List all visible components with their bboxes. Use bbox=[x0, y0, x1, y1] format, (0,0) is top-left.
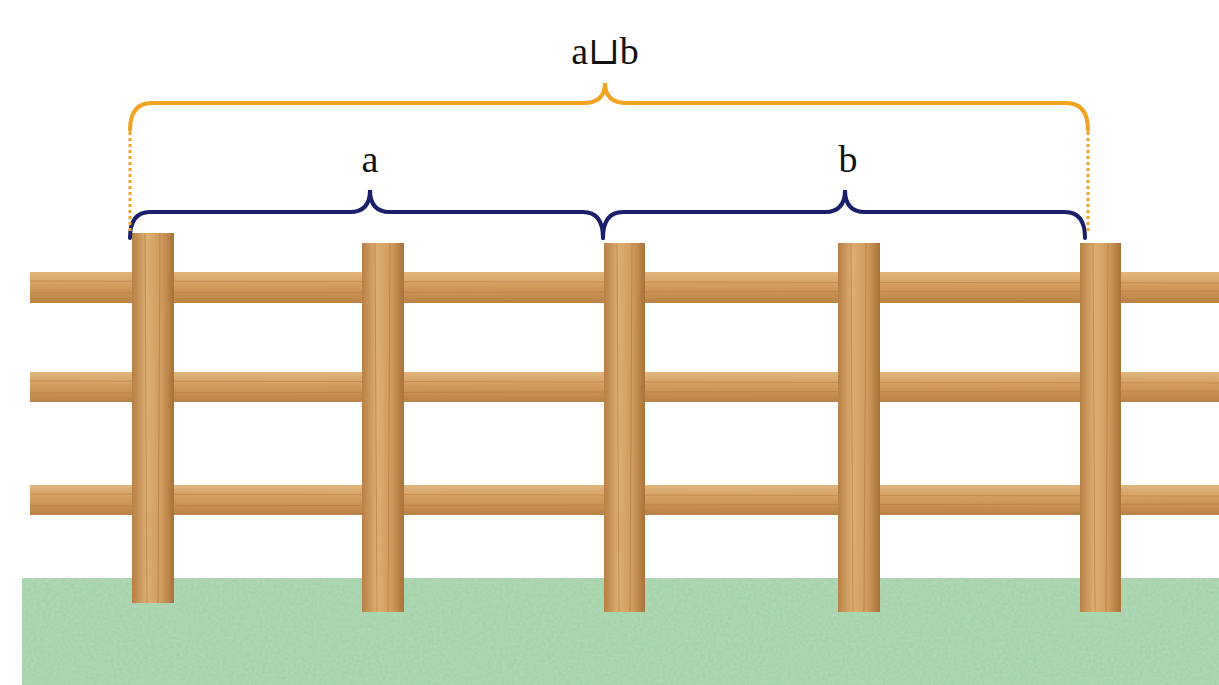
brace-label: a bbox=[362, 140, 379, 178]
dotted-guide bbox=[1087, 132, 1090, 234]
union-label: a⊔b bbox=[571, 32, 639, 70]
fence-posts bbox=[132, 233, 1121, 612]
brace-b bbox=[603, 190, 1085, 238]
dotted-guide bbox=[129, 132, 132, 234]
brace-label: b bbox=[839, 140, 858, 178]
brace-union bbox=[130, 83, 1088, 130]
brace-a bbox=[130, 190, 603, 238]
